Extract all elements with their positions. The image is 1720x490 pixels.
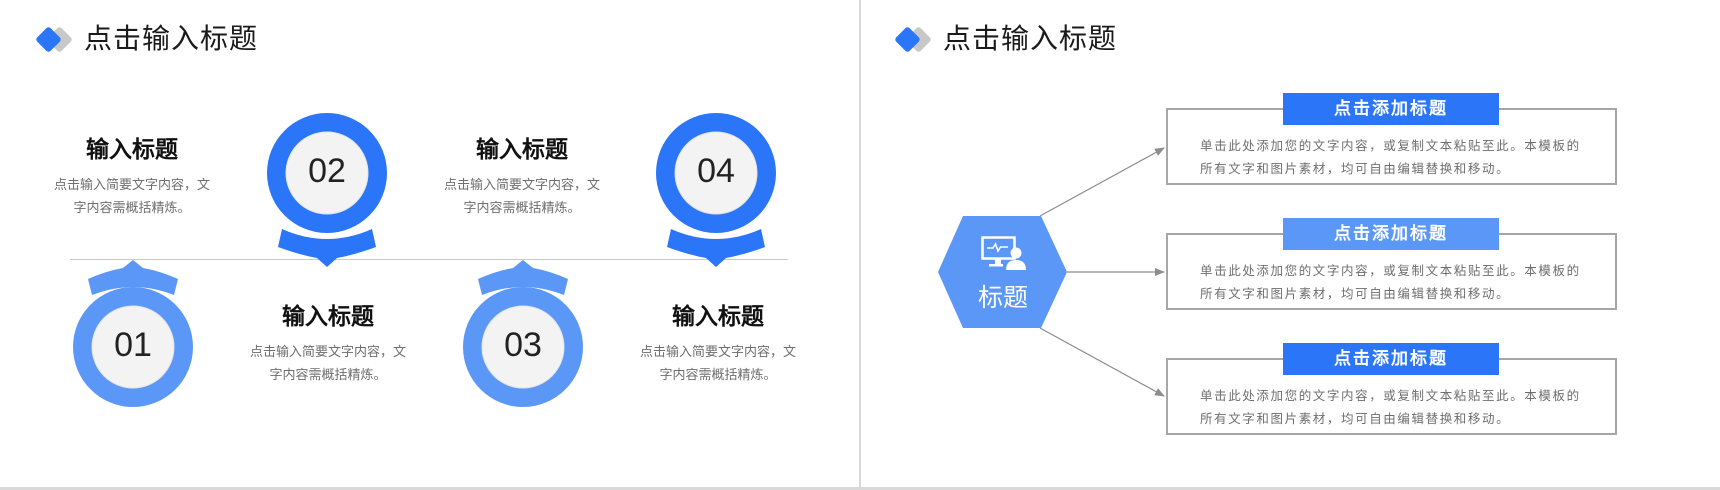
card-title-3[interactable]: 点击添加标题 (1283, 343, 1499, 375)
hexagon-hub[interactable] (938, 215, 1068, 329)
timeline-item-01-text: 输入标题 点击输入简要文字内容，文 字内容需概括精炼。 (243, 301, 413, 387)
item-heading[interactable]: 输入标题 (282, 304, 374, 330)
monitor-presenter-icon (981, 236, 1026, 270)
slide-title[interactable]: 点击输入标题 (84, 22, 259, 55)
slide-title[interactable]: 点击输入标题 (943, 22, 1118, 55)
card-body-1[interactable]: 单击此处添加您的文字内容，或复制文本粘贴至此。本模板的 所有文字和图片素材，均可… (1200, 138, 1581, 176)
item-heading[interactable]: 输入标题 (476, 137, 568, 163)
timeline-axis (70, 259, 788, 260)
hub-label[interactable]: 标题 (977, 283, 1028, 312)
pin-marker-01[interactable]: 01 (68, 257, 198, 427)
card-title-1[interactable]: 点击添加标题 (1283, 93, 1499, 125)
timeline-item-04-text: 输入标题 点击输入简要文字内容，文 字内容需概括精炼。 (437, 134, 607, 220)
location-pin-icon (656, 113, 776, 267)
pin-marker-02[interactable]: 02 (262, 103, 392, 273)
slide-timeline: 点击输入标题 02 04 01 (0, 0, 859, 487)
pin-marker-03[interactable]: 03 (458, 257, 588, 427)
location-pin-icon (463, 260, 583, 407)
timeline-item-03-text: 输入标题 点击输入简要文字内容，文 字内容需概括精炼。 (633, 301, 803, 387)
location-pin-icon (267, 113, 387, 267)
pin-number: 01 (114, 326, 152, 364)
bottom-border (0, 487, 1720, 490)
slide-header: 点击输入标题 (894, 22, 1118, 56)
item-description[interactable]: 点击输入简要文字内容，文 字内容需概括精炼。 (639, 345, 796, 383)
pin-number: 04 (697, 152, 735, 190)
item-description[interactable]: 点击输入简要文字内容，文 字内容需概括精炼。 (53, 178, 210, 216)
card-title-2[interactable]: 点击添加标题 (1283, 218, 1499, 250)
pin-marker-04[interactable]: 04 (651, 103, 781, 273)
pin-number: 03 (504, 326, 542, 364)
slide-divider (859, 0, 861, 490)
timeline-item-02-text: 输入标题 点击输入简要文字内容，文 字内容需概括精炼。 (47, 134, 217, 220)
location-pin-icon (73, 260, 193, 407)
card-body-2[interactable]: 单击此处添加您的文字内容，或复制文本粘贴至此。本模板的 所有文字和图片素材，均可… (1200, 263, 1581, 301)
slide-header: 点击输入标题 (35, 22, 259, 56)
item-heading[interactable]: 输入标题 (86, 137, 178, 163)
item-heading[interactable]: 输入标题 (672, 304, 764, 330)
item-description[interactable]: 点击输入简要文字内容，文 字内容需概括精炼。 (443, 178, 600, 216)
pin-number: 02 (308, 152, 346, 190)
item-description[interactable]: 点击输入简要文字内容，文 字内容需概括精炼。 (249, 345, 406, 383)
card-body-3[interactable]: 单击此处添加您的文字内容，或复制文本粘贴至此。本模板的 所有文字和图片素材，均可… (1200, 388, 1581, 426)
